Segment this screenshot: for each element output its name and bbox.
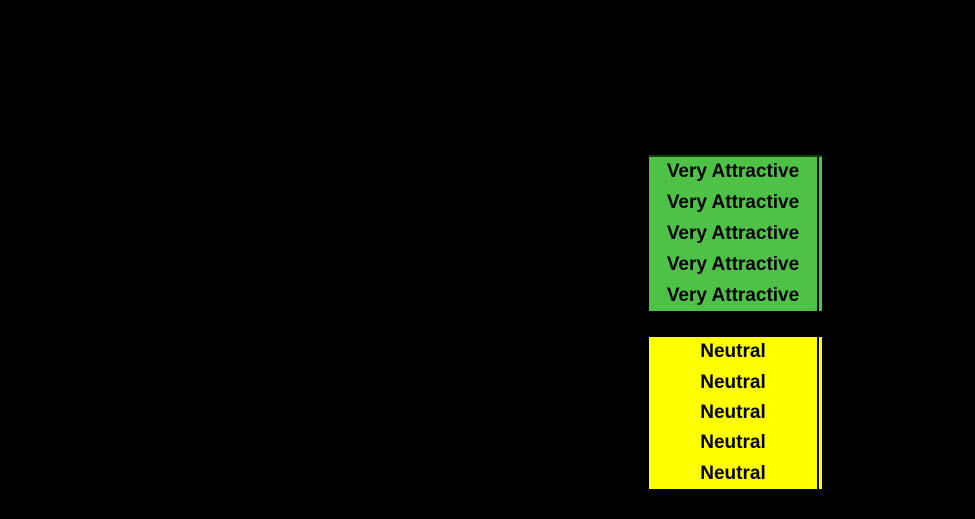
cell-border-gridline — [817, 337, 819, 489]
rating-cell-neutral[interactable]: Neutral — [700, 371, 766, 393]
rating-cell-very-attractive[interactable]: Very Attractive — [666, 284, 800, 306]
rating-cell-very-attractive[interactable]: Very Attractive — [666, 253, 800, 275]
rating-cell-neutral[interactable]: Neutral — [700, 341, 766, 363]
rating-cell-very-attractive[interactable]: Very Attractive — [666, 192, 800, 214]
rating-cell-neutral[interactable]: Neutral — [700, 432, 766, 454]
very-attractive-cell-column: Very Attractive Very Attractive Very Att… — [649, 155, 822, 311]
cell-border-gridline — [817, 157, 819, 311]
rating-cell-very-attractive[interactable]: Very Attractive — [666, 222, 800, 244]
rating-cell-neutral[interactable]: Neutral — [700, 401, 766, 423]
neutral-cell-column: Neutral Neutral Neutral Neutral Neutral — [649, 337, 822, 489]
rating-cell-very-attractive[interactable]: Very Attractive — [666, 161, 800, 183]
rating-cell-neutral[interactable]: Neutral — [700, 462, 766, 484]
